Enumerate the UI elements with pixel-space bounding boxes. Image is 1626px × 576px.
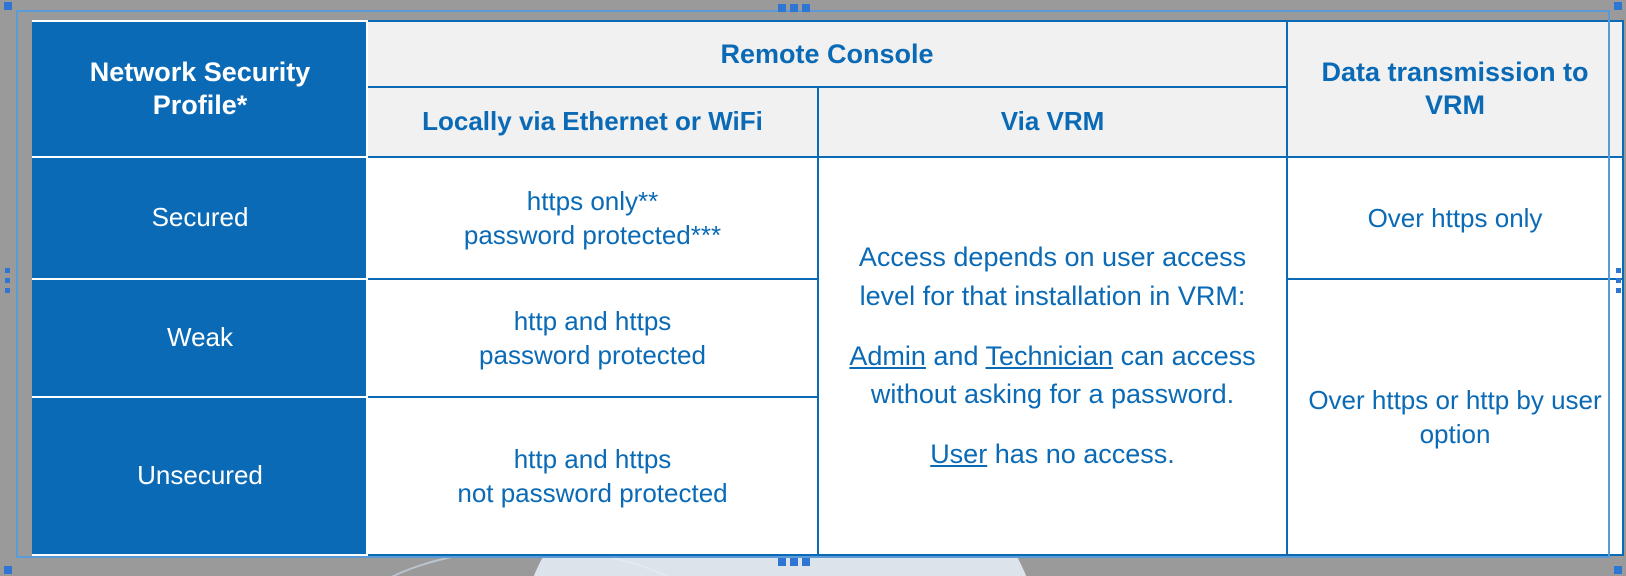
vrm-conjunction: and: [925, 340, 986, 371]
network-security-profile-table[interactable]: Network Security Profile* Remote Console…: [32, 20, 1625, 556]
local-access-cell-weak[interactable]: http and https password protected: [366, 278, 819, 398]
resize-handle-right-middle-b[interactable]: [1616, 278, 1621, 283]
resize-handle-top-center-c[interactable]: [802, 4, 810, 12]
vrm-paragraph-3: User has no access.: [829, 435, 1276, 473]
via-vrm-access-cell[interactable]: Access depends on user access level for …: [816, 156, 1289, 556]
slide-canvas: Network Security Profile* Remote Console…: [14, 8, 1625, 560]
resize-handle-bottom-center-b[interactable]: [790, 558, 798, 566]
resize-handle-bottom-right[interactable]: [1614, 566, 1622, 574]
resize-handle-left-middle-a[interactable]: [5, 268, 10, 273]
local-access-line-2: password protected***: [463, 220, 722, 250]
vrm-spacer-1: [829, 315, 1276, 337]
resize-handle-bottom-left[interactable]: [4, 566, 12, 574]
local-access-line-1: http and https: [513, 443, 672, 474]
vrm-spacer-2: [829, 413, 1276, 435]
data-transmission-cell-weak-unsecured[interactable]: Over https or http by user option: [1286, 278, 1625, 556]
resize-handle-top-left[interactable]: [4, 2, 12, 10]
local-access-cell-unsecured[interactable]: http and https not password protected: [366, 396, 819, 556]
resize-handle-top-right[interactable]: [1614, 2, 1622, 10]
header-cell-via-vrm[interactable]: Via VRM: [816, 86, 1289, 158]
role-admin: Admin: [849, 340, 926, 371]
profile-cell-secured[interactable]: Secured: [32, 156, 368, 280]
vrm-paragraph-2-tail: can access without asking for a password…: [870, 340, 1256, 410]
resize-handle-bottom-center-a[interactable]: [778, 558, 786, 566]
local-access-line-1: https only**: [526, 185, 659, 216]
table-row-weak: Weak http and https password protected O…: [32, 278, 1625, 556]
vrm-paragraph-3-tail: has no access.: [987, 439, 1175, 470]
header-cell-locally-via-ethernet-or-wifi[interactable]: Locally via Ethernet or WiFi: [366, 86, 819, 158]
local-access-line-2: password protected: [479, 340, 706, 370]
resize-handle-left-middle-c[interactable]: [5, 288, 10, 293]
header-cell-data-transmission-to-vrm[interactable]: Data transmission to VRM: [1286, 20, 1625, 158]
table-row-secured: Secured https only** password protected*…: [32, 156, 1625, 556]
resize-handle-right-middle-c[interactable]: [1616, 288, 1621, 293]
role-user: User: [930, 439, 988, 470]
local-access-line-1: http and https: [513, 305, 672, 336]
resize-handle-top-center-b[interactable]: [790, 4, 798, 12]
local-access-cell-secured[interactable]: https only** password protected***: [366, 156, 819, 280]
resize-handle-right-middle-a[interactable]: [1616, 268, 1621, 273]
local-access-line-2: not password protected: [457, 478, 728, 508]
resize-handle-top-center-a[interactable]: [778, 4, 786, 12]
vrm-paragraph-2: Admin and Technician can access without …: [829, 337, 1276, 414]
profile-cell-weak[interactable]: Weak: [32, 278, 368, 398]
table-header-row-1: Network Security Profile* Remote Console…: [32, 20, 1625, 158]
resize-handle-left-middle-b[interactable]: [5, 278, 10, 283]
role-technician: Technician: [985, 340, 1114, 371]
profile-cell-unsecured[interactable]: Unsecured: [32, 396, 368, 556]
header-cell-network-security-profile[interactable]: Network Security Profile*: [32, 20, 368, 158]
header-cell-remote-console[interactable]: Remote Console: [365, 20, 1289, 88]
resize-handle-bottom-center-c[interactable]: [802, 558, 810, 566]
vrm-paragraph-1: Access depends on user access level for …: [858, 242, 1247, 311]
data-transmission-cell-secured[interactable]: Over https only: [1286, 156, 1625, 280]
table-header-row-2: Locally via Ethernet or WiFi Via VRM: [33, 86, 1623, 158]
